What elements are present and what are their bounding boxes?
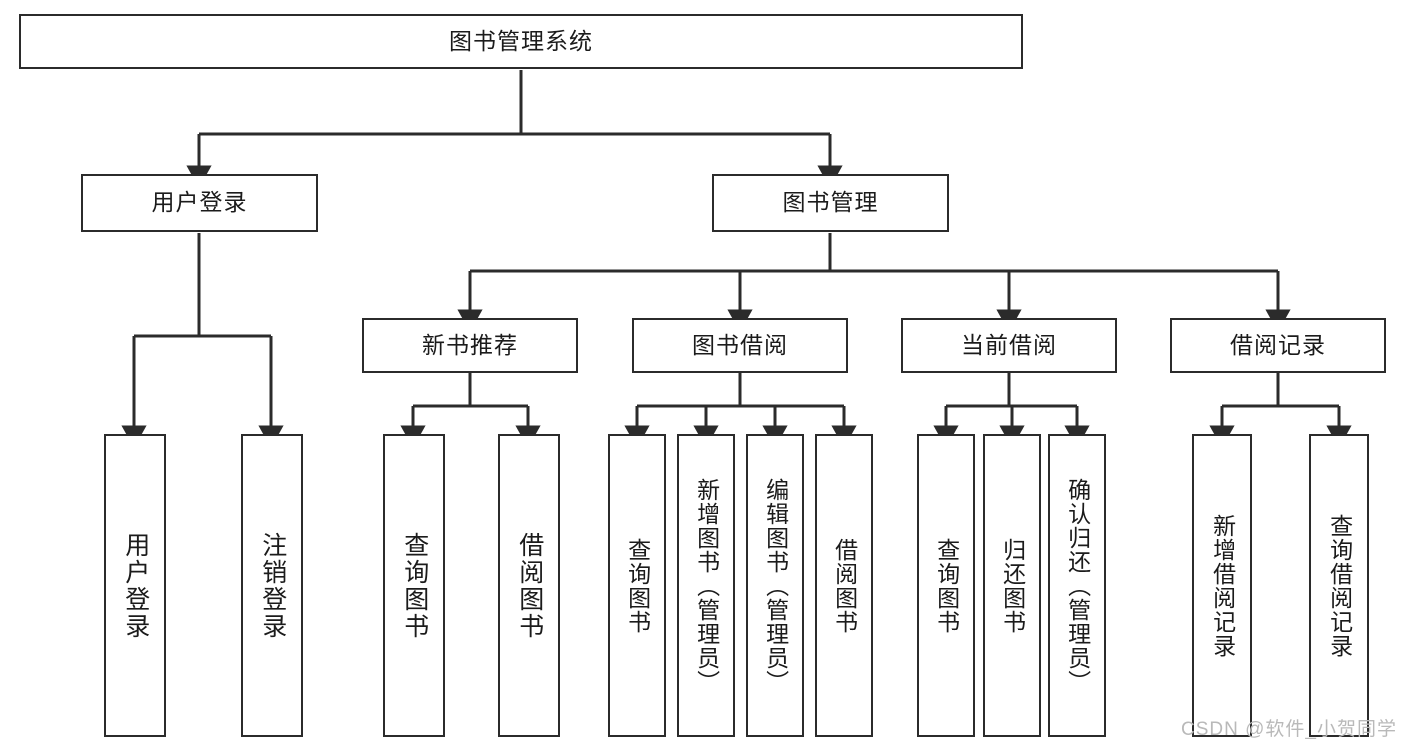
node-root-system[interactable]: 图书管理系统	[19, 14, 1023, 69]
leaf-records-query-record[interactable]: 查询借阅记录	[1309, 434, 1369, 737]
node-borrow-records[interactable]: 借阅记录	[1170, 318, 1386, 373]
node-user-login[interactable]: 用户登录	[81, 174, 318, 232]
node-book-management[interactable]: 图书管理	[712, 174, 949, 232]
node-book-borrow[interactable]: 图书借阅	[632, 318, 848, 373]
node-new-book-recommend[interactable]: 新书推荐	[362, 318, 578, 373]
node-current-borrow[interactable]: 当前借阅	[901, 318, 1117, 373]
leaf-current-return-book[interactable]: 归还图书	[983, 434, 1041, 737]
leaf-user-login-login[interactable]: 用户登录	[104, 434, 166, 737]
leaf-borrow-query-book[interactable]: 查询图书	[608, 434, 666, 737]
leaf-current-confirm-return-admin[interactable]: 确认归还（管理员）	[1048, 434, 1106, 737]
leaf-borrow-add-book-admin[interactable]: 新增图书（管理员）	[677, 434, 735, 737]
leaf-records-add-record[interactable]: 新增借阅记录	[1192, 434, 1252, 737]
leaf-new-book-borrow[interactable]: 借阅图书	[498, 434, 560, 737]
leaf-borrow-edit-book-admin[interactable]: 编辑图书（管理员）	[746, 434, 804, 737]
leaf-current-query-book[interactable]: 查询图书	[917, 434, 975, 737]
leaf-user-login-logout[interactable]: 注销登录	[241, 434, 303, 737]
leaf-borrow-borrow-book[interactable]: 借阅图书	[815, 434, 873, 737]
leaf-new-book-query[interactable]: 查询图书	[383, 434, 445, 737]
